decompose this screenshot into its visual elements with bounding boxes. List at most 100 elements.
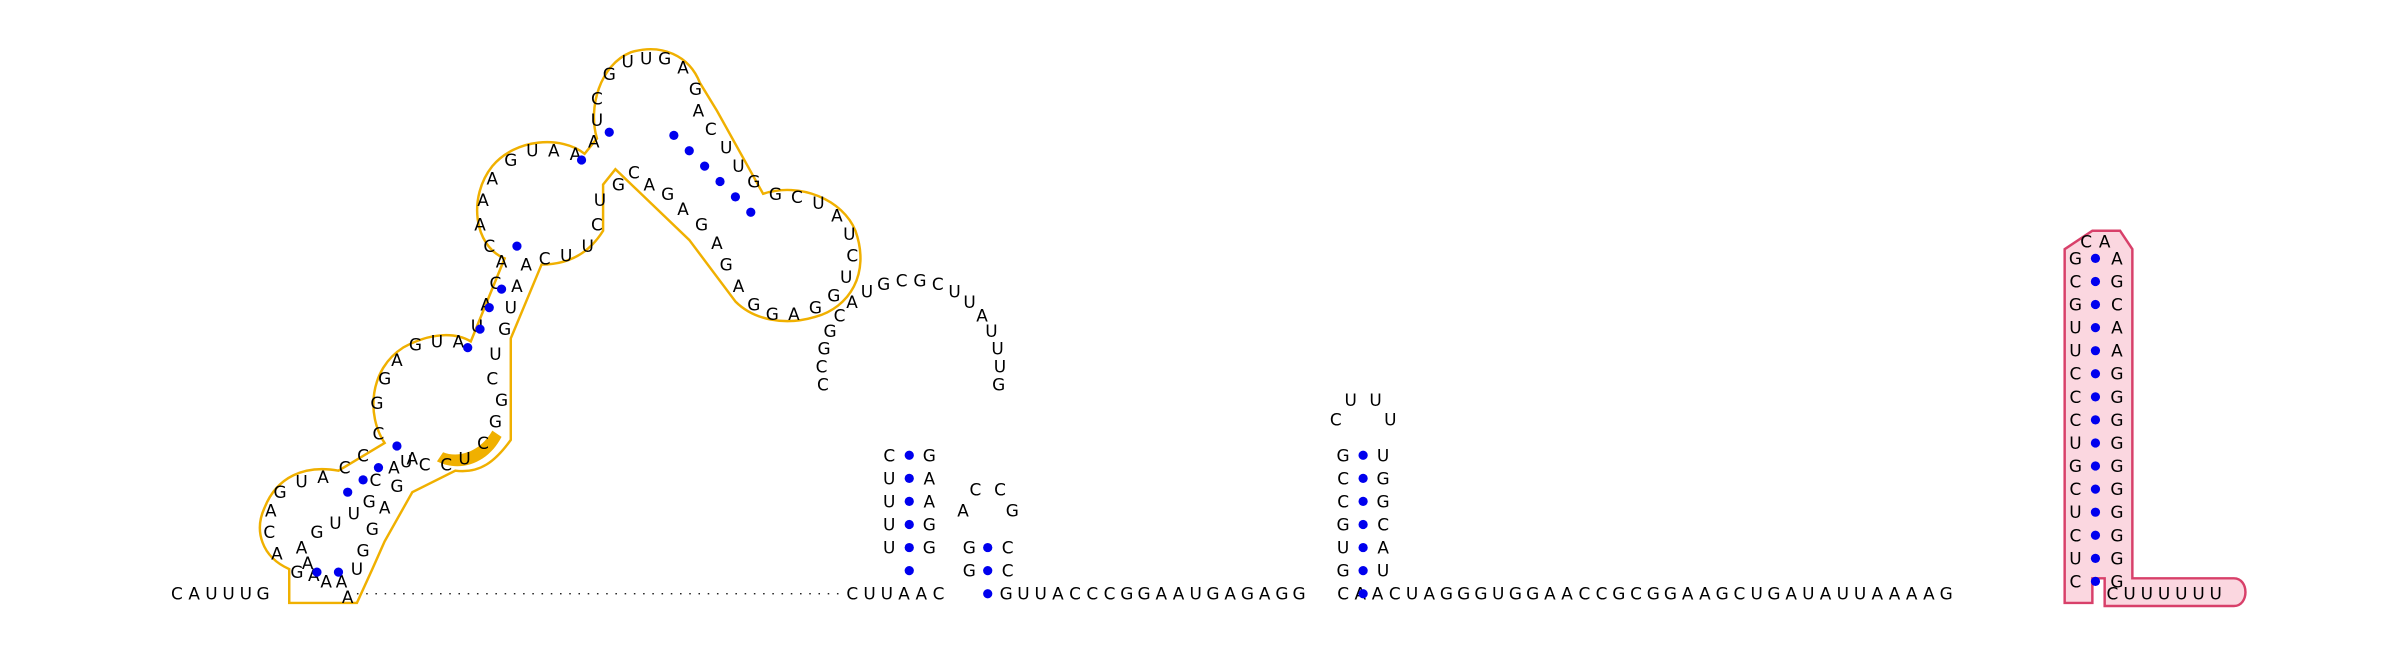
- nucleotide-225: A: [520, 255, 532, 275]
- nucleotide-155: U: [2192, 584, 2204, 604]
- nucleotide-170: G: [409, 335, 422, 355]
- nucleotide-253: A: [388, 458, 400, 478]
- nucleotide-23: C: [816, 356, 828, 376]
- nucleotide-80: U: [1369, 390, 1381, 410]
- nucleotide-12: C: [883, 445, 895, 465]
- nucleotide-189: U: [622, 52, 634, 72]
- nucleotide-125: C: [2070, 410, 2082, 430]
- base-pair-dot: [2090, 253, 2101, 264]
- base-pair-dot: [669, 130, 679, 140]
- nucleotide-15: U: [883, 514, 895, 534]
- nucleotide-196: U: [720, 138, 732, 158]
- nucleotide-109: U: [1802, 584, 1814, 604]
- nucleotide-138: G: [2110, 364, 2123, 384]
- nucleotide-114: A: [1889, 584, 1901, 604]
- nucleotide-11: C: [933, 584, 945, 604]
- nucleotide-190: U: [640, 48, 652, 68]
- base-pair-dot: [715, 176, 725, 187]
- nucleotide-131: U: [2069, 548, 2081, 568]
- nucleotide-217: A: [643, 175, 655, 195]
- nucleotide-207: G: [809, 298, 822, 318]
- nucleotide-247: A: [296, 538, 308, 558]
- base-pair-dot: [684, 146, 694, 156]
- nucleotide-52: C: [1069, 584, 1081, 604]
- nucleotide-124: C: [2070, 387, 2082, 407]
- nucleotide-21: G: [923, 538, 936, 558]
- nucleotide-111: U: [1837, 584, 1849, 604]
- nucleotide-72: U: [1377, 445, 1389, 465]
- base-pair-dot: [904, 542, 914, 553]
- nucleotide-143: G: [2110, 479, 2123, 499]
- nucleotide-104: G: [1716, 584, 1729, 604]
- nucleotide-92: G: [1509, 584, 1522, 604]
- nucleotide-35: A: [976, 305, 988, 325]
- nucleotide-25: G: [824, 321, 837, 341]
- nucleotide-107: G: [1767, 584, 1780, 604]
- nucleotide-51: A: [1052, 584, 1064, 604]
- nucleotide-177: C: [483, 236, 495, 256]
- nucleotide-19: A: [923, 491, 935, 511]
- nucleotide-228: G: [498, 319, 511, 339]
- nucleotide-14: U: [883, 491, 895, 511]
- nucleotide-39: G: [992, 375, 1005, 395]
- nucleotide-77: U: [1377, 561, 1389, 581]
- nucleotide-167: G: [370, 393, 383, 413]
- nucleotide-129: U: [2069, 502, 2081, 522]
- nucleotide-118: G: [2069, 248, 2082, 268]
- nucleotide-90: G: [1474, 584, 1487, 604]
- base-pair-dot: [1358, 473, 1368, 483]
- nucleotide-147: G: [2110, 571, 2123, 591]
- nucleotide-136: A: [2111, 318, 2123, 338]
- base-pair-dot: [512, 241, 522, 251]
- nucleotide-194: A: [693, 101, 705, 121]
- base-pair-dot: [746, 207, 756, 217]
- nucleotide-200: C: [791, 187, 803, 207]
- nucleotide-145: G: [2110, 525, 2123, 545]
- nucleotide-216: G: [661, 184, 674, 204]
- base-pair-dot: [2090, 530, 2101, 540]
- nucleotide-27: A: [846, 292, 858, 312]
- nucleotide-122: U: [2069, 341, 2081, 361]
- base-pair-dot: [2090, 484, 2101, 494]
- base-pair-dot: [983, 566, 993, 576]
- nucleotide-165: C: [357, 445, 369, 465]
- nucleotide-54: C: [1104, 584, 1116, 604]
- base-pair-dot: [2090, 507, 2101, 517]
- nucleotide-157: G: [290, 562, 303, 582]
- nucleotide-94: A: [1544, 584, 1556, 604]
- base-pair-dot: [1358, 542, 1368, 553]
- nucleotide-240: G: [366, 519, 379, 539]
- nucleotide-96: C: [1578, 584, 1590, 604]
- nucleotide-55: G: [1120, 584, 1133, 604]
- nucleotide-166: C: [373, 424, 385, 444]
- nucleotide-212: G: [720, 255, 733, 275]
- nucleotide-229: U: [489, 344, 501, 364]
- nucleotide-61: A: [1224, 584, 1236, 604]
- nucleotide-183: A: [548, 141, 560, 161]
- nucleotide-73: G: [1377, 468, 1390, 488]
- nucleotide-84: A: [1372, 584, 1384, 604]
- nucleotide-132: C: [2070, 571, 2082, 591]
- nucleotide-127: G: [2069, 456, 2082, 476]
- nucleotide-69: G: [1337, 514, 1350, 534]
- nucleotide-235: C: [440, 455, 452, 475]
- nucleotide-16: U: [883, 538, 895, 558]
- nucleotide-49: U: [1017, 584, 1029, 604]
- nucleotide-211: A: [733, 276, 745, 296]
- nucleotide-128: C: [2070, 479, 2082, 499]
- nucleotide-160: A: [265, 501, 277, 521]
- nucleotide-130: C: [2070, 525, 2082, 545]
- nucleotide-185: A: [588, 132, 600, 152]
- base-pair-dot: [576, 155, 587, 165]
- base-pair-dot: [2090, 438, 2101, 448]
- nucleotide-18: A: [923, 468, 935, 488]
- nucleotide-20: G: [923, 514, 936, 534]
- base-pair-dot: [333, 567, 344, 577]
- nucleotide-116: A: [1923, 584, 1935, 604]
- nucleotide-134: G: [2110, 271, 2123, 291]
- nucleotide-244: A: [320, 571, 332, 591]
- base-pair-dot: [983, 542, 993, 553]
- nucleotide-110: A: [1820, 584, 1832, 604]
- nucleotide-66: G: [1337, 445, 1350, 465]
- base-pair-dot: [1358, 519, 1368, 530]
